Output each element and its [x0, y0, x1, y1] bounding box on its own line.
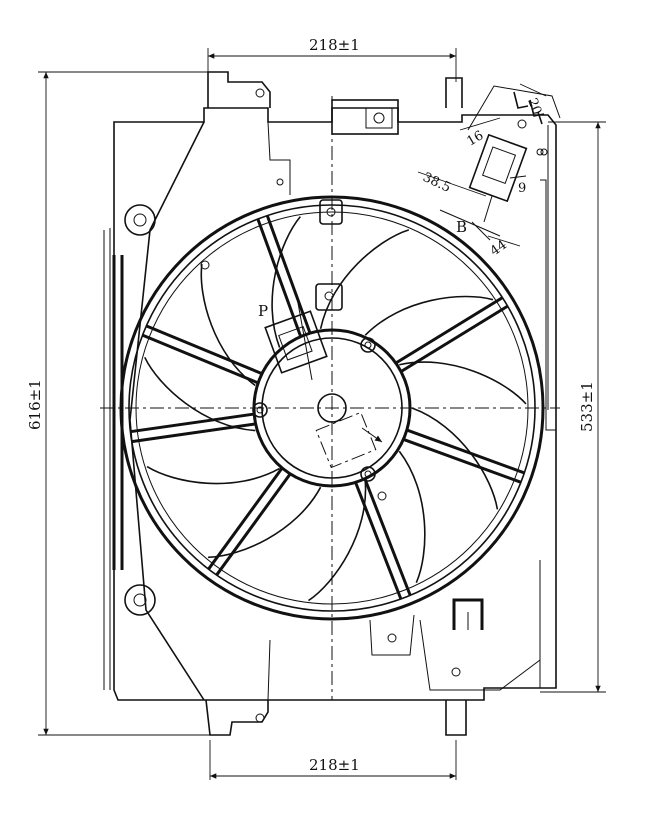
fan-spoke	[207, 467, 292, 576]
fan-blade	[144, 356, 256, 432]
right-height-dim: 533±1	[578, 381, 596, 432]
fan-spoke	[141, 324, 263, 385]
fan-spoke	[130, 412, 256, 444]
fan-blade	[208, 486, 322, 559]
overall-height-dim: 616±1	[26, 379, 44, 430]
connector-dim-38-5: 38.5	[420, 170, 453, 196]
harness-connector	[417, 83, 561, 247]
fan-spoke	[395, 296, 509, 373]
bottom-width-dim: 218±1	[309, 756, 360, 774]
view-label-b: B	[456, 218, 467, 236]
center-lines	[100, 96, 560, 700]
fan-blade	[398, 450, 426, 584]
fan-blade	[399, 361, 527, 405]
fan-blade	[308, 480, 367, 602]
dimension-lines	[38, 48, 606, 780]
fan-blade	[200, 264, 256, 387]
dimension-texts: 218±1 218±1 616±1 533±1 16 9 38.5 44 20 …	[26, 36, 596, 774]
fan-spoke	[403, 428, 525, 484]
connector-dim-20: 20	[524, 96, 544, 117]
fan-blade	[319, 229, 410, 329]
fan-blade	[364, 295, 494, 336]
fan-blades	[144, 216, 527, 602]
fan-spoke	[354, 478, 412, 600]
hub-screws	[252, 337, 376, 482]
connector-dim-44: 44	[488, 237, 510, 259]
connector-dim-9: 9	[518, 181, 526, 196]
connector-dim-16: 16	[465, 128, 487, 149]
view-label-p: P	[258, 302, 268, 320]
top-width-dim: 218±1	[309, 36, 360, 54]
motor-connector	[264, 291, 328, 381]
fan-blade	[146, 465, 280, 485]
shroud-housing	[103, 71, 557, 736]
fan-blade	[271, 216, 301, 348]
fan-spokes	[130, 215, 525, 600]
